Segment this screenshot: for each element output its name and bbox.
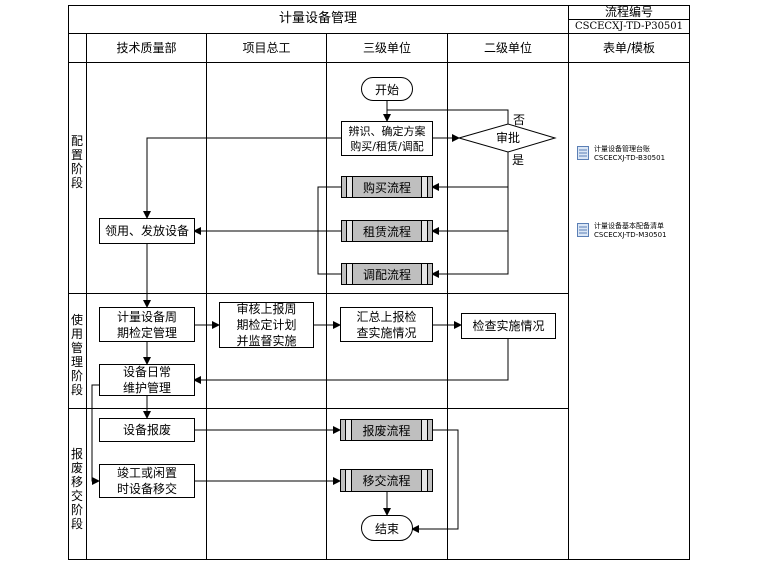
column-header-forms: 表单/模板 [602, 41, 656, 55]
form-ledger-name[interactable]: 计量设备管理台账 [594, 145, 650, 153]
rent-process-label: 租赁流程 [362, 224, 411, 239]
approve-label: 审批 [495, 131, 520, 145]
idle-transfer-node: 竣工或闲置 时设备移交 [99, 464, 195, 498]
scrap-process-label: 报废流程 [362, 423, 411, 438]
buy-process-node: 购买流程 [341, 176, 433, 198]
transfer-process-node: 移交流程 [340, 469, 433, 492]
process-number-label: 流程编号 [604, 5, 653, 19]
approve-yes-label: 是 [512, 153, 525, 167]
stage-usage: 使用管理阶段 [70, 313, 83, 397]
stage-scrap-transfer: 报废移交阶段 [70, 447, 83, 531]
stage-configure: 配置阶段 [70, 134, 83, 190]
scrap-process-node: 报废流程 [340, 419, 433, 441]
form-basic-list-name[interactable]: 计量设备基本配备清单 [594, 222, 664, 230]
summarize-report-node: 汇总上报检 查实施情况 [340, 307, 433, 342]
equipment-scrap-node: 设备报废 [99, 418, 195, 442]
allocate-process-node: 调配流程 [341, 263, 433, 285]
process-number: CSCECXJ-TD-P30501 [574, 21, 684, 32]
document-icon [577, 223, 589, 237]
rent-process-node: 租赁流程 [341, 220, 433, 242]
transfer-process-label: 移交流程 [362, 474, 411, 488]
allocate-process-label: 调配流程 [362, 267, 411, 282]
approve-no-label: 否 [513, 113, 526, 127]
start-node: 开始 [361, 77, 413, 101]
column-header-tech-quality: 技术质量部 [116, 41, 177, 55]
connectors [91, 101, 509, 533]
daily-maintenance-node: 设备日常 维护管理 [99, 364, 195, 396]
issue-equipment-node: 领用、发放设备 [99, 218, 195, 244]
column-header-tier2-unit: 二级单位 [483, 41, 532, 55]
approve-diamond [457, 123, 557, 153]
document-icon [577, 146, 589, 160]
table-grid [68, 5, 690, 560]
inspect-implementation-node: 检查实施情况 [461, 313, 556, 339]
review-plan-node: 审核上报周 期检定计划 并监督实施 [219, 302, 314, 348]
form-basic-list-code[interactable]: CSCECXJ-TD-M30501 [594, 231, 667, 239]
form-ledger-code[interactable]: CSCECXJ-TD-B30501 [594, 154, 666, 162]
periodic-verification-node: 计量设备周 期检定管理 [99, 307, 195, 342]
page-title: 计量设备管理 [278, 11, 357, 26]
identify-plan-node: 辨识、确定方案 购买/租赁/调配 [341, 121, 433, 156]
end-node: 结束 [361, 515, 413, 541]
column-header-tier3-unit: 三级单位 [362, 41, 411, 55]
buy-process-label: 购买流程 [362, 180, 411, 195]
column-header-chief-engineer: 项目总工 [242, 41, 291, 55]
